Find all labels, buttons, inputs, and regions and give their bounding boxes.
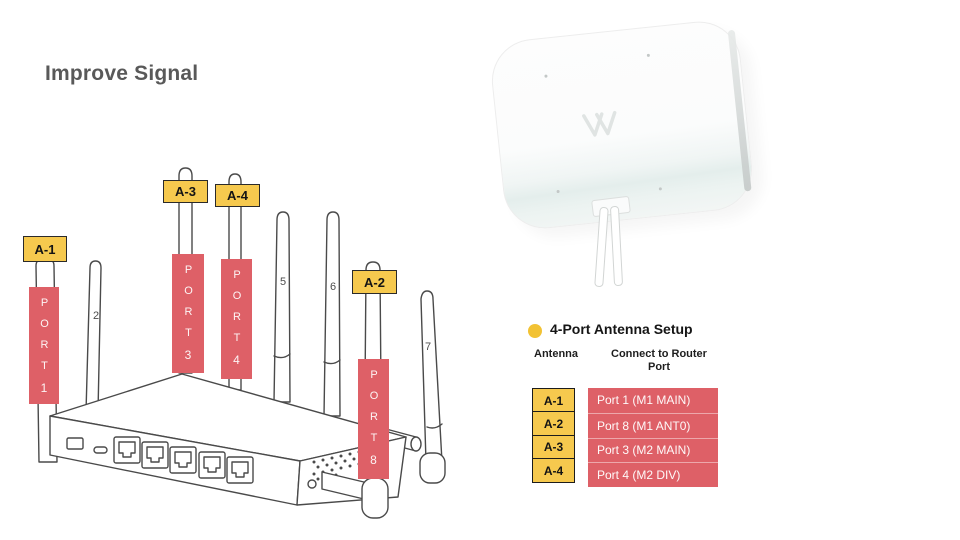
panel-antenna-image (480, 0, 800, 300)
bullet-dot-icon (528, 324, 542, 338)
usb-slot (93, 446, 108, 454)
port-word: PORT (38, 297, 51, 381)
page-title: Improve Signal (45, 62, 199, 85)
antenna-number-7: 7 (424, 341, 432, 353)
antenna-7 (420, 290, 443, 463)
antenna-cell: A-2 (532, 411, 575, 437)
port-word: PORT (231, 269, 243, 353)
antenna-cell: A-1 (532, 388, 575, 413)
antenna-tag-a2: A-2 (352, 270, 397, 294)
antenna-id-column: A-1 A-2 A-3 A-4 (532, 388, 575, 484)
setup-heading: 4-Port Antenna Setup (550, 321, 693, 337)
port-bar-1: PORT 1 (29, 287, 59, 404)
screw-dot (658, 187, 663, 191)
column-header-router-port: Connect to Router Port (611, 348, 707, 373)
ethernet-ports (113, 436, 254, 484)
screw-dot (544, 74, 548, 78)
port-number: 4 (233, 353, 240, 367)
antenna-cell: A-4 (532, 458, 575, 484)
port-bar-4: PORT 4 (221, 259, 252, 379)
antenna-hinge-7 (419, 452, 446, 484)
antenna-number-5: 5 (279, 276, 287, 288)
port-bar-8: PORT 8 (358, 359, 389, 479)
antenna-5 (273, 211, 291, 403)
power-button (307, 479, 317, 489)
panel-antenna-body (487, 17, 757, 233)
column-header-antenna: Antenna (534, 348, 578, 360)
router-diagram: A-1 A-3 A-4 A-2 PORT 1 PORT 3 PORT 4 POR… (0, 150, 480, 540)
antenna-number-2: 2 (92, 310, 100, 322)
antenna-cell: A-3 (532, 434, 575, 460)
antenna-tag-a3: A-3 (163, 180, 208, 203)
screw-dot (646, 53, 651, 58)
port-number: 1 (40, 381, 48, 395)
router-port-column: Port 1 (M1 MAIN) Port 8 (M1 ANT0) Port 3… (588, 388, 718, 487)
port-word: PORT (368, 369, 380, 453)
indicator-slot (66, 437, 84, 450)
port-number: 8 (370, 453, 377, 467)
antenna-tag-a1: A-1 (23, 236, 67, 262)
w-logo-icon (582, 110, 617, 137)
port-cell: Port 4 (M2 DIV) (588, 462, 718, 487)
port-word: PORT (182, 264, 195, 348)
port-cell: Port 1 (M1 MAIN) (597, 393, 691, 408)
antenna-hinge-8 (361, 477, 389, 519)
port-bar-3: PORT 3 (172, 254, 204, 373)
port-number: 3 (184, 348, 192, 362)
port-cell: Port 8 (M1 ANT0) (588, 412, 718, 438)
antenna-tag-a4: A-4 (215, 184, 260, 207)
port-cell: Port 3 (M2 MAIN) (588, 437, 718, 463)
panel-side-edge (727, 29, 752, 192)
antenna-2 (85, 260, 102, 413)
antenna-6 (323, 211, 341, 417)
screw-dot (556, 189, 560, 194)
antenna-number-6: 6 (329, 281, 337, 293)
